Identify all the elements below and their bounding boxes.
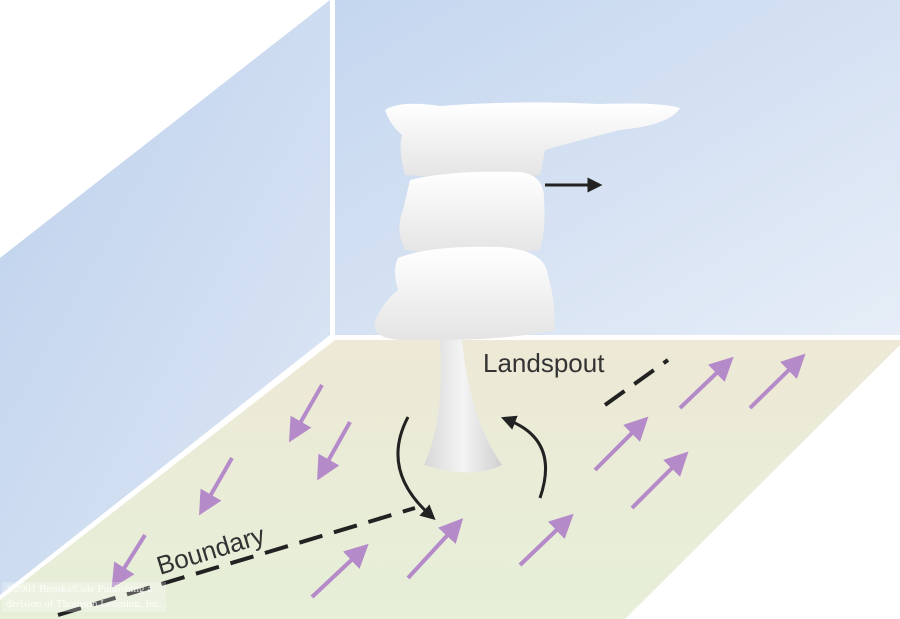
wind-arrow: [289, 384, 324, 443]
wind-arrow: [748, 353, 806, 410]
wind-arrow: [518, 513, 574, 567]
landspout-funnel: [424, 340, 502, 473]
wind-arrow: [199, 457, 234, 516]
copyright-credit: ©2001 Brooks/Cole Publishing a division …: [2, 582, 167, 612]
left-wall: [0, 0, 330, 595]
credit-line-2: division of Thomson Learning, Inc.: [6, 598, 163, 610]
ground-plane: [0, 340, 900, 619]
landspout-label: Landspout: [483, 348, 605, 378]
thunderstorm-cloud: [374, 102, 680, 341]
wind-arrows: [111, 353, 806, 599]
wind-arrow: [406, 518, 464, 580]
wind-arrow: [310, 543, 369, 599]
wind-arrow: [593, 416, 649, 472]
boundary-line: [57, 358, 670, 617]
rotation-arrows: [396, 415, 548, 521]
wind-arrow: [678, 356, 734, 410]
wind-arrow: [317, 421, 352, 481]
credit-line-1: ©2001 Brooks/Cole Publishing a: [6, 583, 153, 595]
wind-arrow: [630, 451, 689, 510]
wind-arrow: [111, 533, 147, 589]
